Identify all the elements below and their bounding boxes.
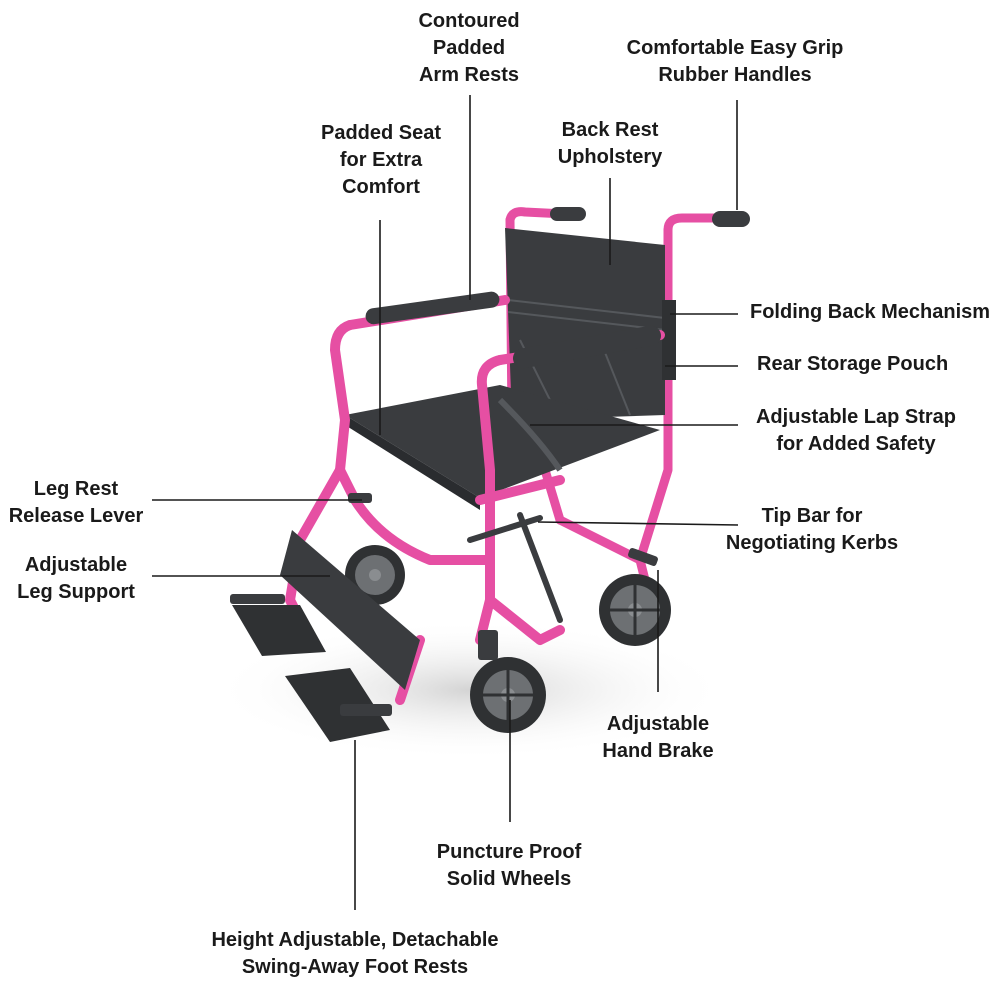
label-arm-rests: Contoured Padded Arm Rests: [418, 8, 519, 89]
label-lap-strap-line-1: Adjustable Lap Strap: [755, 406, 957, 428]
leader-lines: [152, 95, 739, 910]
label-arm-rests-line-1: Contoured: [418, 10, 520, 32]
label-leg-rest-lever-line-1: Leg Rest: [33, 478, 119, 500]
label-back-rest-line-2: Upholstery: [557, 146, 663, 168]
right-arm-rest: [512, 325, 662, 369]
label-back-rest-line-1: Back Rest: [561, 119, 659, 141]
label-storage-pouch: Rear Storage Pouch: [757, 351, 948, 378]
label-storage-pouch-line-1: Rear Storage Pouch: [757, 353, 949, 375]
label-leg-support-line-2: Leg Support: [17, 581, 135, 603]
label-foot-rests-line-2: Swing-Away Foot Rests: [241, 956, 469, 978]
left-foot-rest: [230, 594, 326, 656]
label-wheels: Puncture Proof Solid Wheels: [437, 839, 581, 893]
label-padded-seat-line-2: for Extra: [339, 149, 423, 171]
leg-support-strap: [280, 530, 420, 690]
label-wheels-line-1: Puncture Proof: [436, 841, 582, 863]
label-handles-line-2: Rubber Handles: [658, 64, 812, 86]
label-hand-brake: Adjustable Hand Brake: [602, 711, 713, 765]
label-handles-line-1: Comfortable Easy Grip: [626, 37, 844, 59]
label-padded-seat-line-1: Padded Seat: [320, 122, 442, 144]
label-back-rest: Back Rest Upholstery: [558, 117, 662, 171]
lap-strap: [497, 397, 563, 472]
label-wheels-line-2: Solid Wheels: [446, 868, 572, 890]
front-caster-wheel: [470, 630, 546, 733]
label-hand-brake-line-2: Hand Brake: [602, 740, 714, 762]
label-folding-back-line-1: Folding Back Mechanism: [750, 301, 991, 323]
label-leg-support: Adjustable Leg Support: [17, 552, 135, 606]
leader-tip-bar: [537, 521, 739, 526]
label-padded-seat-line-3: Comfort: [342, 176, 420, 198]
label-handles: Comfortable Easy Grip Rubber Handles: [627, 35, 844, 89]
label-leg-support-line-1: Adjustable: [24, 554, 128, 576]
label-hand-brake-line-1: Adjustable: [606, 713, 710, 735]
padded-seat: [345, 385, 660, 498]
label-tip-bar: Tip Bar for Negotiating Kerbs: [726, 503, 898, 557]
label-leg-rest-lever: Leg Rest Release Lever: [9, 476, 144, 530]
label-arm-rests-line-3: Arm Rests: [418, 64, 520, 86]
label-foot-rests-line-1: Height Adjustable, Detachable: [211, 929, 499, 951]
left-arm-rest: [365, 291, 500, 325]
tip-bar: [517, 512, 563, 623]
right-handle-grip: [712, 211, 750, 227]
label-leg-rest-lever-line-2: Release Lever: [8, 505, 144, 527]
label-tip-bar-line-1: Tip Bar for: [761, 505, 863, 527]
label-tip-bar-line-2: Negotiating Kerbs: [725, 532, 899, 554]
rear-wheel-right: [599, 574, 671, 646]
label-foot-rests: Height Adjustable, Detachable Swing-Away…: [211, 927, 498, 981]
label-arm-rests-line-2: Padded: [432, 37, 506, 59]
left-handle-grip: [550, 207, 586, 221]
right-foot-rest: [285, 668, 392, 742]
hand-brake: [628, 548, 658, 566]
label-padded-seat: Padded Seat for Extra Comfort: [321, 120, 441, 201]
leg-rest-release-lever: [348, 493, 372, 503]
label-lap-strap-line-2: for Added Safety: [776, 433, 936, 455]
rear-storage-pouch: [662, 300, 676, 380]
label-lap-strap: Adjustable Lap Strap for Added Safety: [756, 404, 956, 458]
back-rest-upholstery: [505, 228, 665, 420]
label-folding-back: Folding Back Mechanism: [750, 299, 990, 326]
